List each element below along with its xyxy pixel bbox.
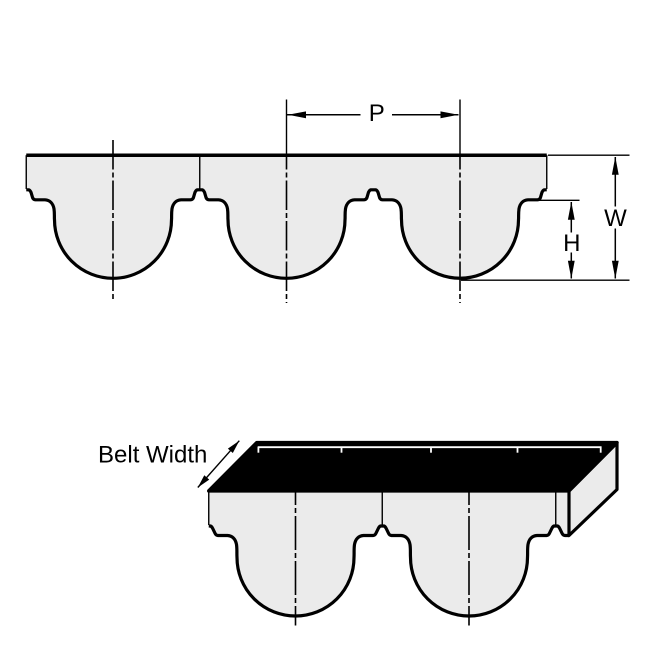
svg-text:P: P [369, 100, 385, 127]
svg-text:H: H [563, 230, 580, 257]
svg-text:W: W [604, 205, 627, 232]
svg-text:Belt Width: Belt Width [98, 441, 207, 468]
